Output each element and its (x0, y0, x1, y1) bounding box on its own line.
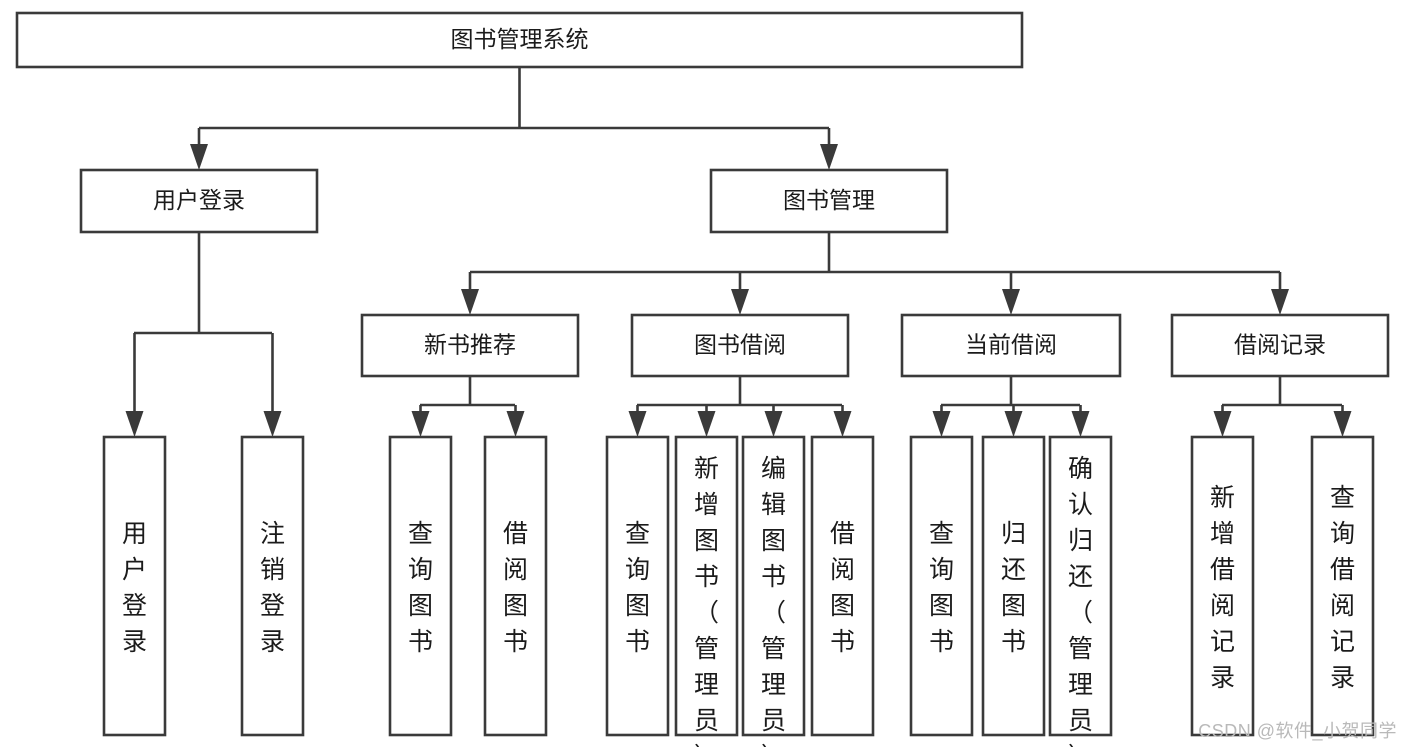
arrow-head-icon (628, 411, 647, 437)
node-box[interactable] (1310, 435, 1375, 737)
node-leaf-9[interactable]: 归还图书 (981, 435, 1046, 737)
node-box[interactable] (630, 313, 850, 378)
node-box[interactable] (388, 435, 453, 737)
node-label: 新增图书（管理员） (694, 455, 719, 747)
arrow-head-icon (764, 411, 783, 437)
node-box[interactable] (981, 435, 1046, 737)
node-root-0[interactable]: 图书管理系统 (15, 11, 1024, 69)
node-label: 查询图书 (929, 520, 954, 656)
node-leaf-12[interactable]: 查询借阅记录 (1310, 435, 1375, 737)
node-leaf-3[interactable]: 借阅图书 (483, 435, 548, 737)
node-layer: 图书管理系统用户登录图书管理新书推荐图书借阅当前借阅借阅记录用户登录注销登录查询… (15, 11, 1390, 747)
node-label: 注销登录 (260, 520, 285, 656)
node-box[interactable] (15, 11, 1024, 69)
node-level2-1[interactable]: 图书管理 (709, 168, 949, 234)
arrow-head-icon (190, 144, 208, 170)
arrow-head-icon (820, 144, 838, 170)
node-label: 借阅图书 (830, 520, 855, 656)
node-label: 确认归还（管理员） (1068, 455, 1093, 747)
node-box[interactable] (79, 168, 319, 234)
connector-layer (125, 67, 1352, 437)
arrow-head-icon (1213, 411, 1232, 437)
node-label: 新增借阅记录 (1210, 484, 1235, 692)
arrow-head-icon (506, 411, 525, 437)
node-box[interactable] (240, 435, 305, 737)
node-level3-2[interactable]: 当前借阅 (900, 313, 1122, 378)
node-box[interactable] (741, 435, 806, 737)
arrow-head-icon (1004, 411, 1023, 437)
node-box[interactable] (605, 435, 670, 737)
node-leaf-0[interactable]: 用户登录 (102, 435, 167, 737)
node-leaf-4[interactable]: 查询图书 (605, 435, 670, 737)
arrow-head-icon (731, 289, 749, 315)
arrow-head-icon (697, 411, 716, 437)
node-label: 用户登录 (153, 187, 245, 213)
node-level3-3[interactable]: 借阅记录 (1170, 313, 1390, 378)
node-label: 用户登录 (122, 520, 147, 656)
node-box[interactable] (909, 435, 974, 737)
node-label: 当前借阅 (965, 332, 1057, 358)
arrow-head-icon (411, 411, 430, 437)
arrow-head-icon (1071, 411, 1090, 437)
node-leaf-2[interactable]: 查询图书 (388, 435, 453, 737)
node-leaf-10[interactable]: 确认归还（管理员） (1048, 435, 1113, 747)
node-level2-0[interactable]: 用户登录 (79, 168, 319, 234)
arrow-head-icon (263, 411, 282, 437)
node-label: 归还图书 (1001, 520, 1026, 656)
node-box[interactable] (1048, 435, 1113, 737)
node-level3-1[interactable]: 图书借阅 (630, 313, 850, 378)
node-label: 图书借阅 (694, 332, 786, 358)
node-label: 编辑图书（管理员） (761, 455, 786, 747)
node-box[interactable] (483, 435, 548, 737)
node-box[interactable] (900, 313, 1122, 378)
node-label: 图书管理 (783, 187, 875, 213)
node-box[interactable] (674, 435, 739, 737)
arrow-head-icon (125, 411, 144, 437)
node-leaf-1[interactable]: 注销登录 (240, 435, 305, 737)
node-box[interactable] (1170, 313, 1390, 378)
node-label: 查询图书 (408, 520, 433, 656)
node-label: 借阅记录 (1234, 332, 1326, 358)
node-label: 查询借阅记录 (1330, 484, 1355, 692)
node-leaf-8[interactable]: 查询图书 (909, 435, 974, 737)
arrow-head-icon (1271, 289, 1289, 315)
node-label: 借阅图书 (503, 520, 528, 656)
node-leaf-5[interactable]: 新增图书（管理员） (674, 435, 739, 747)
node-box[interactable] (360, 313, 580, 378)
node-leaf-11[interactable]: 新增借阅记录 (1190, 435, 1255, 737)
node-box[interactable] (810, 435, 875, 737)
arrow-head-icon (1333, 411, 1352, 437)
node-box[interactable] (1190, 435, 1255, 737)
node-box[interactable] (102, 435, 167, 737)
node-label: 图书管理系统 (451, 26, 589, 52)
node-leaf-7[interactable]: 借阅图书 (810, 435, 875, 737)
node-label: 新书推荐 (424, 332, 516, 358)
arrow-head-icon (461, 289, 479, 315)
node-box[interactable] (709, 168, 949, 234)
node-leaf-6[interactable]: 编辑图书（管理员） (741, 435, 806, 747)
arrow-head-icon (833, 411, 852, 437)
arrow-head-icon (1002, 289, 1020, 315)
node-label: 查询图书 (625, 520, 650, 656)
node-level3-0[interactable]: 新书推荐 (360, 313, 580, 378)
arrow-head-icon (932, 411, 951, 437)
